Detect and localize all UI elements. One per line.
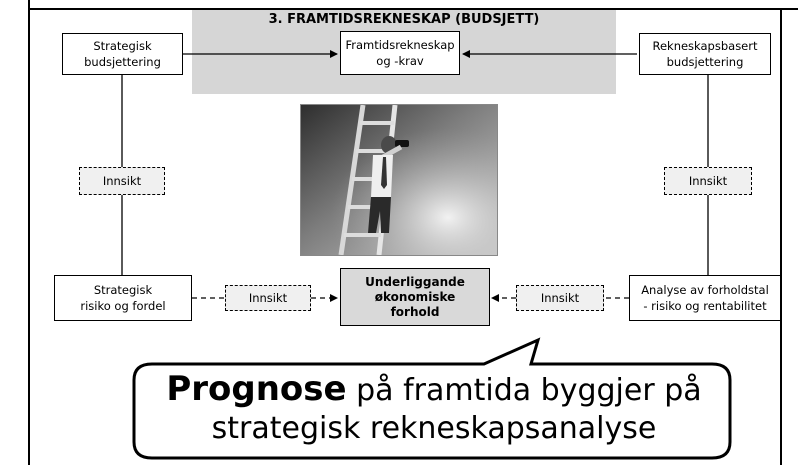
insight-right-box: Innsikt xyxy=(664,167,752,195)
strategic-risk-box: Strategisk risiko og fordel xyxy=(54,275,192,321)
callout-bubble xyxy=(132,337,732,460)
insight-left-box: Innsikt xyxy=(79,167,165,195)
slide-title: 3. FRAMTIDSREKNESKAP (BUDSJETT) xyxy=(268,12,540,27)
photo-clouds xyxy=(301,105,497,255)
frame-right-edge xyxy=(780,8,782,465)
insight-bottom-right-box: Innsikt xyxy=(516,285,604,311)
callout-line-1: Prognose på framtida byggjer på xyxy=(136,370,732,410)
man-tie xyxy=(381,157,387,189)
frame-top-edge xyxy=(28,8,798,10)
ratio-analysis-box: Analyse av forholdstal - risiko og renta… xyxy=(629,275,781,321)
ladder-binoculars-photo xyxy=(300,104,498,256)
callout-line-1-rest: på framtida byggjer på xyxy=(346,373,702,408)
underlying-economy-box: Underliggande økonomiske forhold xyxy=(340,268,490,326)
strategic-budgeting-box: Strategisk budsjettering xyxy=(62,33,183,75)
insight-bottom-left-box: Innsikt xyxy=(225,285,311,311)
man-legs xyxy=(368,197,391,233)
photo-illustration xyxy=(301,105,497,255)
binoculars xyxy=(395,140,409,147)
accounting-budgeting-box: Rekneskapsbasert budsjettering xyxy=(639,33,771,75)
callout-line-2: strategisk rekneskapsanalyse xyxy=(211,411,657,446)
callout-emphasis: Prognose xyxy=(166,369,347,409)
callout-text: Prognose på framtida byggjer på strategi… xyxy=(136,370,732,448)
future-accounts-box: Framtidsrekneskap og -krav xyxy=(340,31,460,75)
frame-left-edge xyxy=(28,0,30,465)
